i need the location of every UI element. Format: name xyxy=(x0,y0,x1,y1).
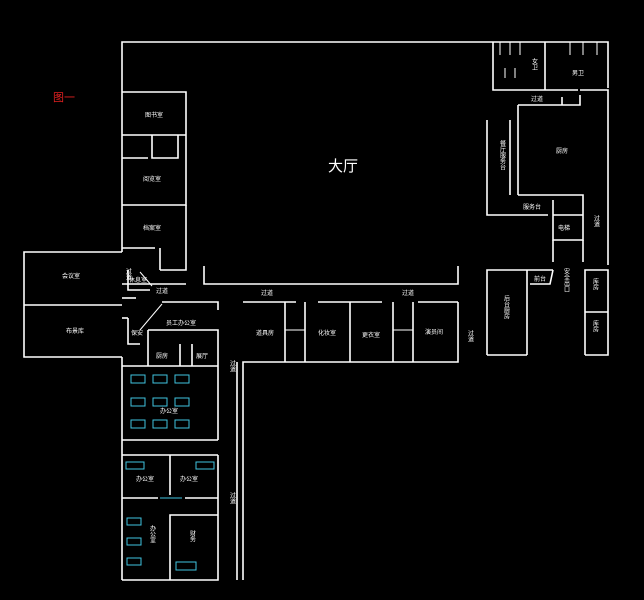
hall-label: 大厅 xyxy=(328,157,358,175)
corridor-labels: 过道 过道 过道 过道 过道 过道 过道 过道 过道 xyxy=(125,95,600,505)
scene-hall-label: 展厅 xyxy=(196,353,208,360)
emergency-exit-label: 安全出口 xyxy=(563,267,570,293)
room-labels: 大厅 图书室 阅览室 档案室 会议室 布景库 员工办公室 厨房 展厅 办公室 办… xyxy=(62,57,599,543)
finance-label: 财务 xyxy=(189,529,196,543)
scenery-label: 布景库 xyxy=(66,327,84,335)
props-label: 道具房 xyxy=(256,329,274,337)
male-wc-label: 男卫 xyxy=(572,70,584,77)
conference-label: 会议室 xyxy=(62,272,80,280)
store-a-label: 库房 xyxy=(592,277,599,291)
library-label: 图书室 xyxy=(145,111,163,119)
store-b-label: 库房 xyxy=(592,319,599,333)
elevator-label: 电梯 xyxy=(558,224,570,232)
staff-office-label: 员工办公室 xyxy=(166,319,196,327)
actors-label: 演员间 xyxy=(425,328,443,336)
security-label: 保安 xyxy=(131,329,143,337)
corridor-label-5: 过道 xyxy=(229,491,236,505)
dressing-label: 更衣室 xyxy=(362,331,380,339)
corridor-label-2: 过道 xyxy=(261,289,273,297)
hall-stage xyxy=(122,266,459,285)
corridor-label-7: 过道 xyxy=(531,95,543,103)
makeup-label: 化妆室 xyxy=(318,329,336,337)
backstage-kitchen-label: 后台厨房 xyxy=(503,294,510,320)
reading-label: 阅览室 xyxy=(143,175,161,183)
office-c-label: 办公室 xyxy=(149,524,156,543)
middle-rooms xyxy=(243,301,458,362)
corridor-label-4: 过道 xyxy=(229,359,236,373)
corridor-label-6: 过道 xyxy=(467,329,474,343)
corridor-label-9: 过道 xyxy=(125,267,132,281)
big-office-label: 办公室 xyxy=(160,407,178,415)
kitchen-label: 厨房 xyxy=(556,147,568,155)
office-b-label: 办公室 xyxy=(180,475,198,483)
kitchen-store-label: 厨房 xyxy=(156,352,168,360)
lounge-label: 休息室 xyxy=(129,276,147,284)
figure-label: 图一 xyxy=(53,91,75,104)
dining-label: 餐厅服务台 xyxy=(499,139,506,171)
female-wc-label: 女卫 xyxy=(531,57,538,70)
outer-walls xyxy=(23,41,609,581)
front-desk-label: 前台 xyxy=(534,275,546,283)
right-side xyxy=(486,42,609,356)
service-label: 服务台 xyxy=(523,203,541,211)
office-furniture xyxy=(125,374,215,571)
corridor-label-8: 过道 xyxy=(593,214,600,228)
archive-label: 档案室 xyxy=(143,224,161,232)
corridor-label-1: 过道 xyxy=(156,287,168,295)
office-a-label: 办公室 xyxy=(136,475,154,483)
corridor-label-3: 过道 xyxy=(402,289,414,297)
